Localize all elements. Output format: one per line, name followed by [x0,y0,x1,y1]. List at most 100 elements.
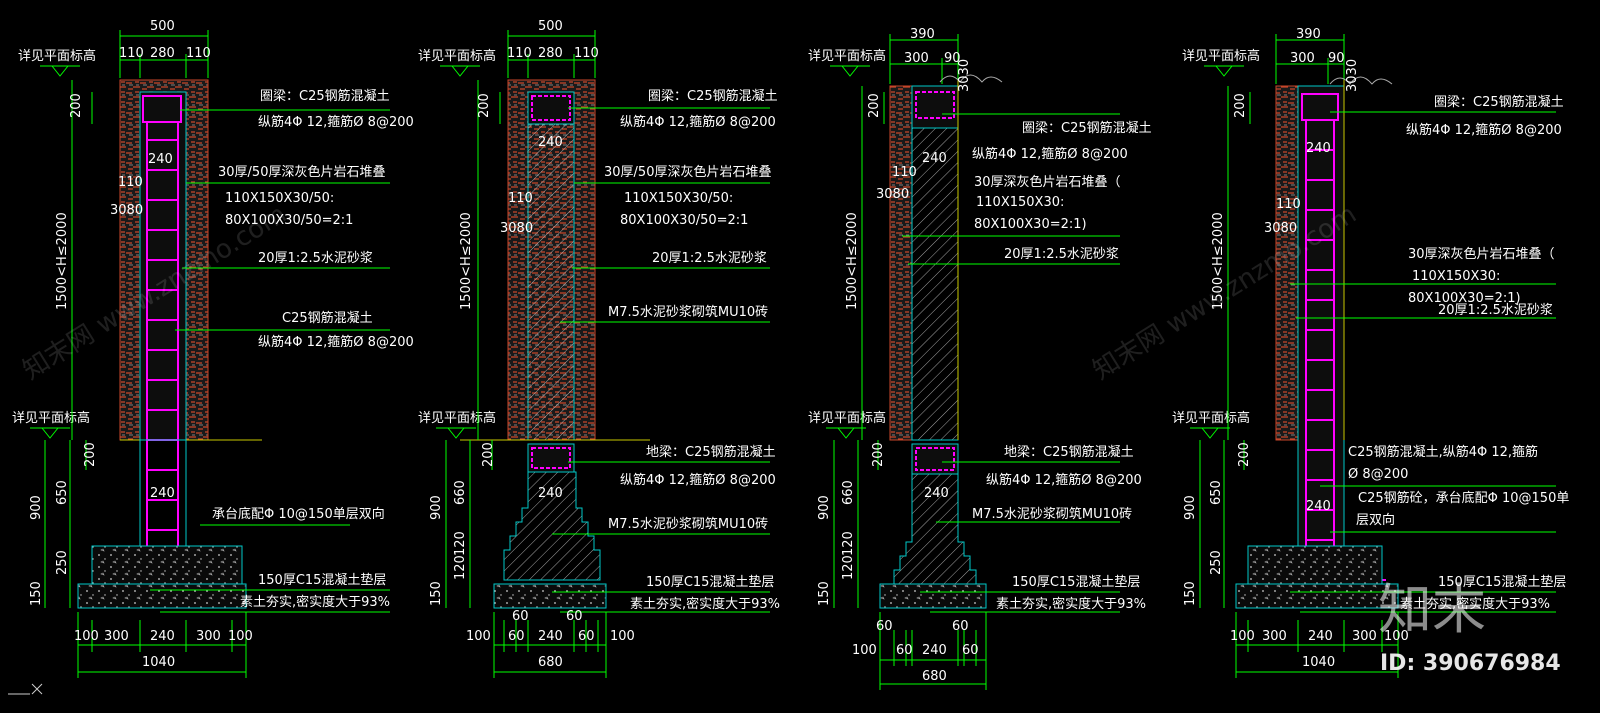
bottom-dims-b [493,612,607,678]
section-b: 500 110 280 110 详见平面标高 详见平面标高 200 1500<H… [418,19,780,678]
vdim-200: 200 [867,93,882,118]
ring-beam [527,91,575,125]
vdim-a [44,80,93,608]
dim-top-1: 300 [1290,51,1315,66]
elevation-marker-ground [30,427,70,439]
label-ring-beam: 圈梁：C25钢筋混凝土 [648,88,778,104]
bdim-1: 100 [1230,629,1255,644]
label-column-2: Ø 8@200 [1348,467,1408,482]
c15-cushion [1235,583,1399,609]
elevation-marker-ground [1190,427,1230,439]
dim-top-2: 90 [1328,51,1345,66]
bdim-4: 300 [196,629,221,644]
elevation-label-ground: 详见平面标高 [12,410,90,426]
bdim-1: 100 [852,643,877,658]
label-brick: M7.5水泥砂浆砌筑MU10砖 [608,304,768,320]
watermark-id: ID: 390676984 [1380,651,1561,676]
c15-cushion [879,583,987,609]
label-stone-size-2: 80X100X30/50=2:1 [225,213,353,228]
vdim-120a: 120 [841,531,856,556]
vdim-120b: 120 [841,555,856,580]
label-stone: 30厚深灰色片岩石堆叠（ [974,174,1121,190]
label-soil: 素土夯实,密实度大于93% [1400,596,1550,612]
dim-top-2: 90 [944,51,961,66]
bdim-4: 300 [1352,629,1377,644]
label-stone: 30厚/50厚深灰色片岩石堆叠 [218,164,385,180]
bdim-2: 60 [876,619,893,634]
label-mortar: 20厚1:2.5水泥砂浆 [1438,303,1553,318]
top-dims-a [119,30,209,78]
label-ground-beam: 地梁：C25钢筋混凝土 [1004,444,1134,460]
vdim-b [445,80,501,608]
inner-dim-240: 240 [922,151,947,166]
vdim-c [833,86,885,608]
label-stone: 30厚/50厚深灰色片岩石堆叠 [604,164,771,180]
dim-top-3: 110 [186,46,211,61]
bdim-2: 300 [104,629,129,644]
vdim-200: 200 [1233,93,1248,118]
vdim-height: 1500<H≤2000 [55,212,70,310]
leaders-d [1290,111,1556,613]
vdim-d [1199,86,1251,608]
ground-beam-rebar [531,447,571,469]
vdim-900: 900 [29,495,44,520]
dim-top-total: 500 [538,19,563,34]
bottom-dims-c [879,612,987,690]
vdim-lower-200: 200 [481,442,496,467]
elevation-marker-top [1204,65,1244,77]
label-brick-2: M7.5水泥砂浆砌筑MU10砖 [608,516,768,532]
label-soil: 素土夯实,密实度大于93% [240,594,390,610]
planting-symbol [939,74,1003,83]
label-stone-size-2: 80X100X30=2:1) [974,217,1087,232]
inner-dim-240b: 240 [1306,499,1331,514]
label-ring-beam: 圈梁：C25钢筋混凝土 [1022,120,1152,136]
label-column: C25钢筋混凝土,纵筋4Φ 12,箍筋 [1348,444,1538,460]
label-soil: 素土夯实,密实度大于93% [996,596,1146,612]
section-a: 500 110 280 110 详见平面标高 详见平面标高 [12,19,414,678]
label-ring-beam: 圈梁：C25钢筋混凝土 [260,88,390,104]
top-dims-b [507,30,596,78]
bdim-5: 60 [952,619,969,634]
vdim-height: 1500<H≤2000 [459,212,474,310]
brick-core [527,91,575,441]
label-soil: 素土夯实,密实度大于93% [630,596,780,612]
dim-top-1: 110 [119,46,144,61]
ucs-icon [8,683,43,695]
vdim-650: 650 [1209,480,1224,505]
inner-dim-110: 110 [508,191,533,206]
pile-cap [91,545,243,585]
inner-dim-110: 110 [118,175,143,190]
inner-dim-3080: 3080 [1264,221,1297,236]
bdim-total: 1040 [1302,655,1335,670]
label-rebar-1: 纵筋4Φ 12,箍筋Ø 8@200 [258,114,414,130]
inner-dim-240b: 240 [150,486,175,501]
label-cushion: 150厚C15混凝土垫层 [646,574,774,590]
top-dims-d [1275,34,1345,84]
vdim-650: 650 [55,480,70,505]
bdim-4: 240 [538,629,563,644]
vdim-900: 900 [429,495,444,520]
bdim-1: 100 [466,629,491,644]
dim-top-total: 500 [150,19,175,34]
label-brick: M7.5水泥砂浆砌筑MU10砖 [972,506,1132,522]
dim-top-3: 110 [574,46,599,61]
vdim-200: 200 [477,93,492,118]
inner-dim-3080: 3080 [110,203,143,218]
bdim-1: 100 [74,629,99,644]
label-cap: C25钢筋砼，承台底配Φ 10@150单 [1358,490,1569,506]
leaders-b [552,107,770,613]
elevation-marker-top [40,65,80,77]
inner-dim-3030: 3030 [1345,59,1360,92]
leaders-c [902,113,1120,613]
pile-cap [1247,545,1383,585]
planting-symbol [1329,76,1393,85]
dim-top-1: 300 [904,51,929,66]
inner-dim-240: 240 [1306,141,1331,156]
bdim-3: 60 [896,643,913,658]
label-rebar-2: 纵筋4Φ 12,箍筋Ø 8@200 [258,334,414,350]
elevation-marker-top [440,65,480,77]
vdim-150: 150 [429,581,444,606]
vdim-120b: 120 [453,555,468,580]
brick-footing [503,471,601,581]
